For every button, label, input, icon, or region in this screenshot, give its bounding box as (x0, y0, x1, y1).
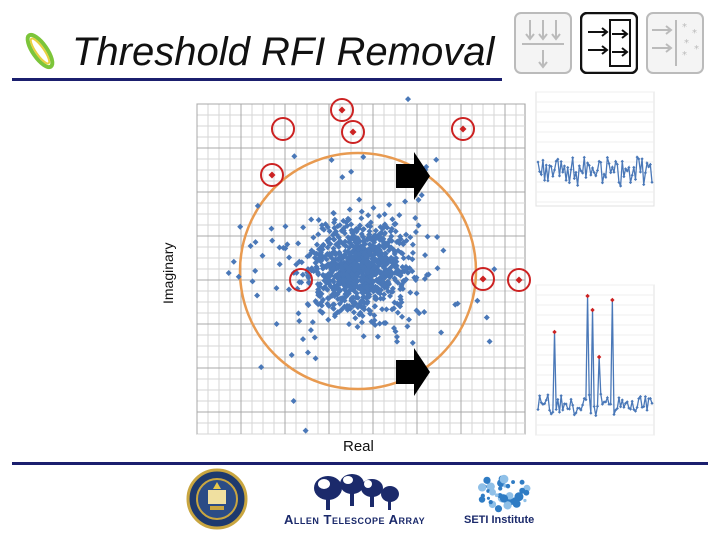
x-axis-label: Real (343, 438, 374, 455)
time-series-bottom-panel (535, 284, 655, 436)
seti-institute-text: SETI Institute (464, 514, 535, 526)
y-axis-label: Imaginary (160, 242, 176, 304)
svg-text:*: * (684, 38, 689, 49)
seti-institute-logo: SETI Institute (460, 470, 550, 530)
svg-text:*: * (694, 44, 699, 55)
slide-title: Threshold RFI Removal (72, 30, 495, 74)
arrows-right-stars-icon[interactable]: ** *** (646, 12, 704, 74)
arrow-upper (396, 152, 430, 200)
arrow-lower (396, 348, 430, 396)
outlier-markers (260, 98, 531, 292)
allen-telescope-array-logo: Allen Telescope Array (280, 470, 440, 530)
svg-text:*: * (682, 50, 687, 61)
uc-seal-logo (186, 468, 248, 530)
plot-grid (196, 103, 526, 435)
svg-text:*: * (692, 28, 697, 39)
parallel-arrows-down-icon[interactable] (514, 12, 572, 74)
allen-telescope-array-text: Allen Telescope Array (284, 512, 426, 527)
decorative-ring-logo (22, 28, 58, 74)
arrows-right-boxed-icon[interactable] (580, 12, 638, 74)
data-point-cloud (225, 96, 498, 434)
time-series-top-panel (535, 91, 655, 207)
svg-text:*: * (682, 22, 687, 33)
title-divider (12, 78, 502, 81)
footer-divider (12, 462, 708, 465)
